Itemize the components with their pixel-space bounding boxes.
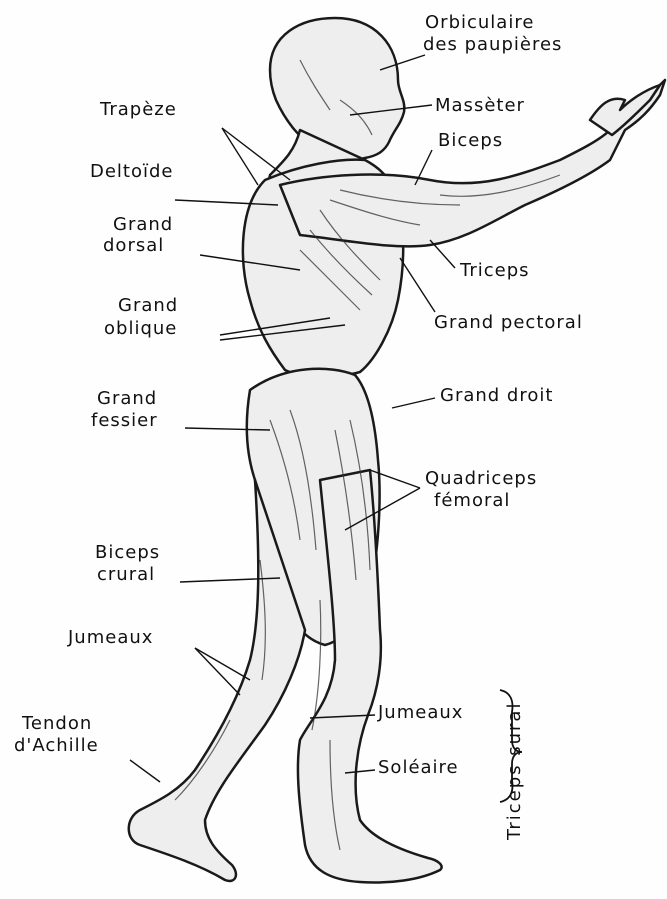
label-masseter: Massèter bbox=[435, 95, 525, 116]
label-triceps: Triceps bbox=[460, 260, 530, 281]
label-grand-oblique-2: oblique bbox=[104, 318, 177, 339]
label-trapeze: Trapèze bbox=[100, 99, 177, 120]
label-soleaire: Soléaire bbox=[378, 757, 459, 778]
label-grand-droit: Grand droit bbox=[440, 385, 553, 406]
head-shape bbox=[270, 18, 404, 160]
label-jumeaux-left: Jumeaux bbox=[68, 627, 153, 648]
label-triceps-sural: Triceps sural bbox=[504, 702, 525, 840]
label-orbiculaire: Orbiculaire bbox=[425, 12, 534, 33]
label-grand-fessier-1: Grand bbox=[97, 388, 157, 409]
label-jumeaux-right: Jumeaux bbox=[378, 702, 463, 723]
label-grand-dorsal-2: dorsal bbox=[103, 235, 164, 256]
label-biceps-crural-2: crural bbox=[97, 564, 155, 585]
label-grand-oblique-1: Grand bbox=[118, 295, 178, 316]
label-dachille: d'Achille bbox=[14, 735, 99, 756]
label-quadriceps: Quadriceps bbox=[425, 468, 537, 489]
label-femoral: fémoral bbox=[434, 490, 510, 511]
label-biceps-arm: Biceps bbox=[438, 130, 503, 151]
label-biceps-crural-1: Biceps bbox=[95, 542, 160, 563]
label-tendon: Tendon bbox=[22, 713, 92, 734]
label-grand-pectoral: Grand pectoral bbox=[434, 312, 583, 333]
label-grand-dorsal-1: Grand bbox=[113, 214, 173, 235]
label-des-paupieres: des paupières bbox=[423, 34, 562, 55]
label-grand-fessier-2: fessier bbox=[91, 410, 158, 431]
label-deltoide: Deltoïde bbox=[90, 161, 174, 182]
